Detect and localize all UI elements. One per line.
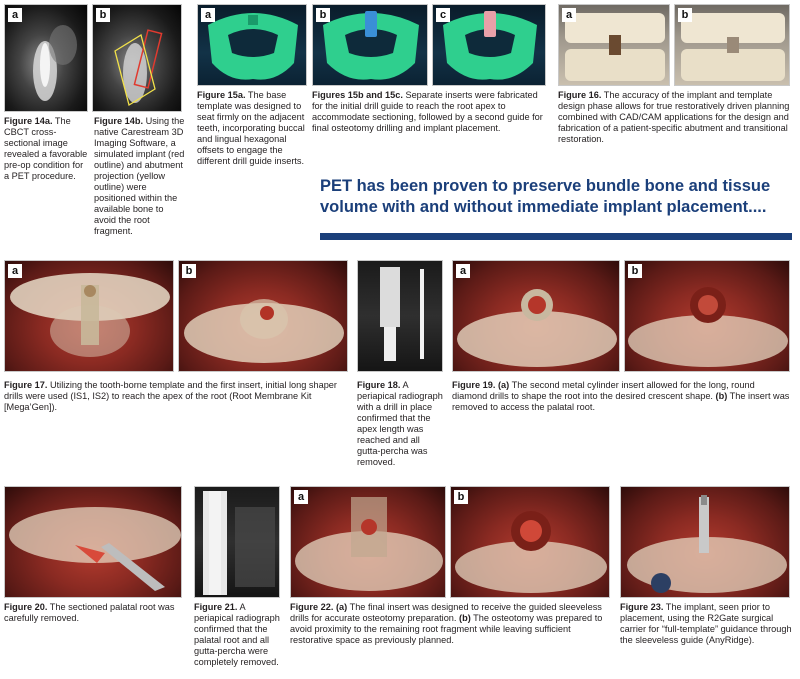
figure-18-caption: Figure 18. A periapical radiograph with … — [357, 380, 445, 468]
figure-16-caption-label: Figure 16. — [558, 90, 602, 100]
figure-14b-label: b — [96, 8, 110, 22]
abutment-cast-illustration — [681, 13, 785, 81]
figure-16-caption: Figure 16. The accuracy of the implant a… — [558, 90, 790, 145]
figure-14a-image: a — [4, 4, 88, 112]
figure-16b-label: b — [678, 8, 692, 22]
figure-22a-label: a — [294, 490, 308, 504]
final-insert-template-illustration — [295, 497, 443, 591]
figure-21-caption: Figure 21. A periapical radiograph confi… — [194, 602, 284, 668]
figure-19a-image: a — [452, 260, 620, 372]
metal-cylinder-insert-illustration — [457, 289, 617, 367]
figure-22-caption-label: Figure 22. — [290, 602, 334, 612]
figure-14a-caption-text: The CBCT cross-sectional image revealed … — [4, 116, 88, 181]
figure-15bc-caption-label: Figures 15b and 15c. — [312, 90, 403, 100]
osteotomy-site-illustration — [455, 511, 607, 593]
figure-22b-label: b — [454, 490, 468, 504]
figure-23-caption: Figure 23. The implant, seen prior to pl… — [620, 602, 792, 646]
figure-14a-caption-label: Figure 14a. — [4, 116, 53, 126]
figure-19-caption-a-tag: (a) — [497, 380, 510, 390]
figure-20-caption-label: Figure 20. — [4, 602, 48, 612]
figure-23-caption-label: Figure 23. — [620, 602, 664, 612]
figure-22b-image: b — [450, 486, 610, 598]
figure-19-caption-b-tag: (b) — [715, 391, 728, 401]
figure-21-caption-label: Figure 21. — [194, 602, 238, 612]
figure-18-caption-text: A periapical radiograph with a drill in … — [357, 380, 443, 467]
figure-18-caption-label: Figure 18. — [357, 380, 401, 390]
figure-17-caption: Figure 17. Utilizing the tooth-borne tem… — [4, 380, 348, 413]
figure-22-caption-b-text: The osteotomy was prepared to avoid prox… — [290, 613, 603, 645]
final-insert-illustration — [443, 11, 537, 80]
figure-19-caption-label: Figure 19. — [452, 380, 496, 390]
figure-21-image — [194, 486, 280, 598]
figure-14b-caption-label: Figure 14b. — [94, 116, 144, 126]
figure-17a-image: a — [4, 260, 174, 372]
figure-18-image — [357, 260, 443, 372]
figure-22-caption-b-tag: (b) — [459, 613, 471, 623]
post-extraction-radiograph-illustration — [203, 491, 275, 595]
figure-19-caption-a-text: The second metal cylinder insert allowed… — [452, 380, 755, 401]
figure-15c-label: c — [436, 8, 450, 22]
template-insert-illustration — [10, 273, 170, 357]
dental-cast-illustration — [565, 13, 665, 81]
figure-22-caption: Figure 22. (a) The final insert was desi… — [290, 602, 612, 646]
figure-22-caption-a-text: The final insert was designed to receive… — [290, 602, 602, 623]
figure-16a-image: a — [558, 4, 670, 86]
figure-20-caption: Figure 20. The sectioned palatal root wa… — [4, 602, 188, 624]
pull-quote: PET has been proven to preserve bundle b… — [320, 177, 771, 216]
figure-23-image — [620, 486, 790, 598]
figure-19b-image: b — [624, 260, 790, 372]
figure-17b-image: b — [178, 260, 348, 372]
figure-15a-image: a — [197, 4, 307, 86]
figure-23-caption-text: The implant, seen prior to placement, us… — [620, 602, 792, 645]
figure-14a-label: a — [8, 8, 22, 22]
figure-19a-label: a — [456, 264, 470, 278]
palatal-root-access-illustration — [628, 287, 788, 367]
implant-carrier-illustration — [627, 495, 787, 593]
root-removal-illustration — [9, 507, 181, 591]
figure-20-caption-text: The sectioned palatal root was carefully… — [4, 602, 175, 623]
figure-17-caption-label: Figure 17. — [4, 380, 48, 390]
figure-15bc-caption: Figures 15b and 15c. Separate inserts we… — [312, 90, 548, 134]
figure-14b-image: b — [92, 4, 182, 112]
figure-19b-label: b — [628, 264, 642, 278]
base-template-illustration — [208, 13, 298, 80]
figure-19-caption-b-text: The insert was removed to access the pal… — [452, 391, 790, 412]
figure-15a-caption: Figure 15a. The base template was design… — [197, 90, 307, 167]
figure-16b-image: b — [674, 4, 790, 86]
figure-15b-image: b — [312, 4, 428, 86]
figure-20-image — [4, 486, 182, 598]
figure-14b-caption-text: Using the native Carestream 3D Imaging S… — [94, 116, 185, 236]
figure-17b-label: b — [182, 264, 196, 278]
periapical-radiograph-illustration — [380, 267, 424, 361]
figure-14a-caption: Figure 14a. The CBCT cross-sectional ima… — [4, 116, 90, 182]
figure-14b-caption: Figure 14b. Using the native Carestream … — [94, 116, 186, 237]
figure-15a-caption-text: The base template was designed to seat f… — [197, 90, 305, 166]
figure-19-caption: Figure 19. (a) The second metal cylinder… — [452, 380, 790, 413]
figure-22a-image: a — [290, 486, 446, 598]
figure-15a-caption-label: Figure 15a. — [197, 90, 246, 100]
figure-17a-label: a — [8, 264, 22, 278]
template-drill-illustration — [184, 299, 344, 363]
figure-15b-label: b — [316, 8, 330, 22]
cbct-scan-illustration — [33, 25, 77, 101]
figure-15bc-caption-text: Separate inserts were fabricated for the… — [312, 90, 543, 133]
initial-insert-illustration — [323, 11, 419, 80]
implant-simulation-illustration — [114, 29, 163, 107]
figure-16-caption-text: The accuracy of the implant and template… — [558, 90, 790, 144]
pull-quote-rule — [320, 233, 792, 240]
figure-15a-label: a — [201, 8, 215, 22]
figure-17-caption-text: Utilizing the tooth-borne template and t… — [4, 380, 337, 412]
figure-15c-image: c — [432, 4, 546, 86]
figure-22-caption-a-tag: (a) — [335, 602, 348, 612]
figure-16a-label: a — [562, 8, 576, 22]
figure-21-caption-text: A periapical radiograph confirmed that t… — [194, 602, 280, 667]
